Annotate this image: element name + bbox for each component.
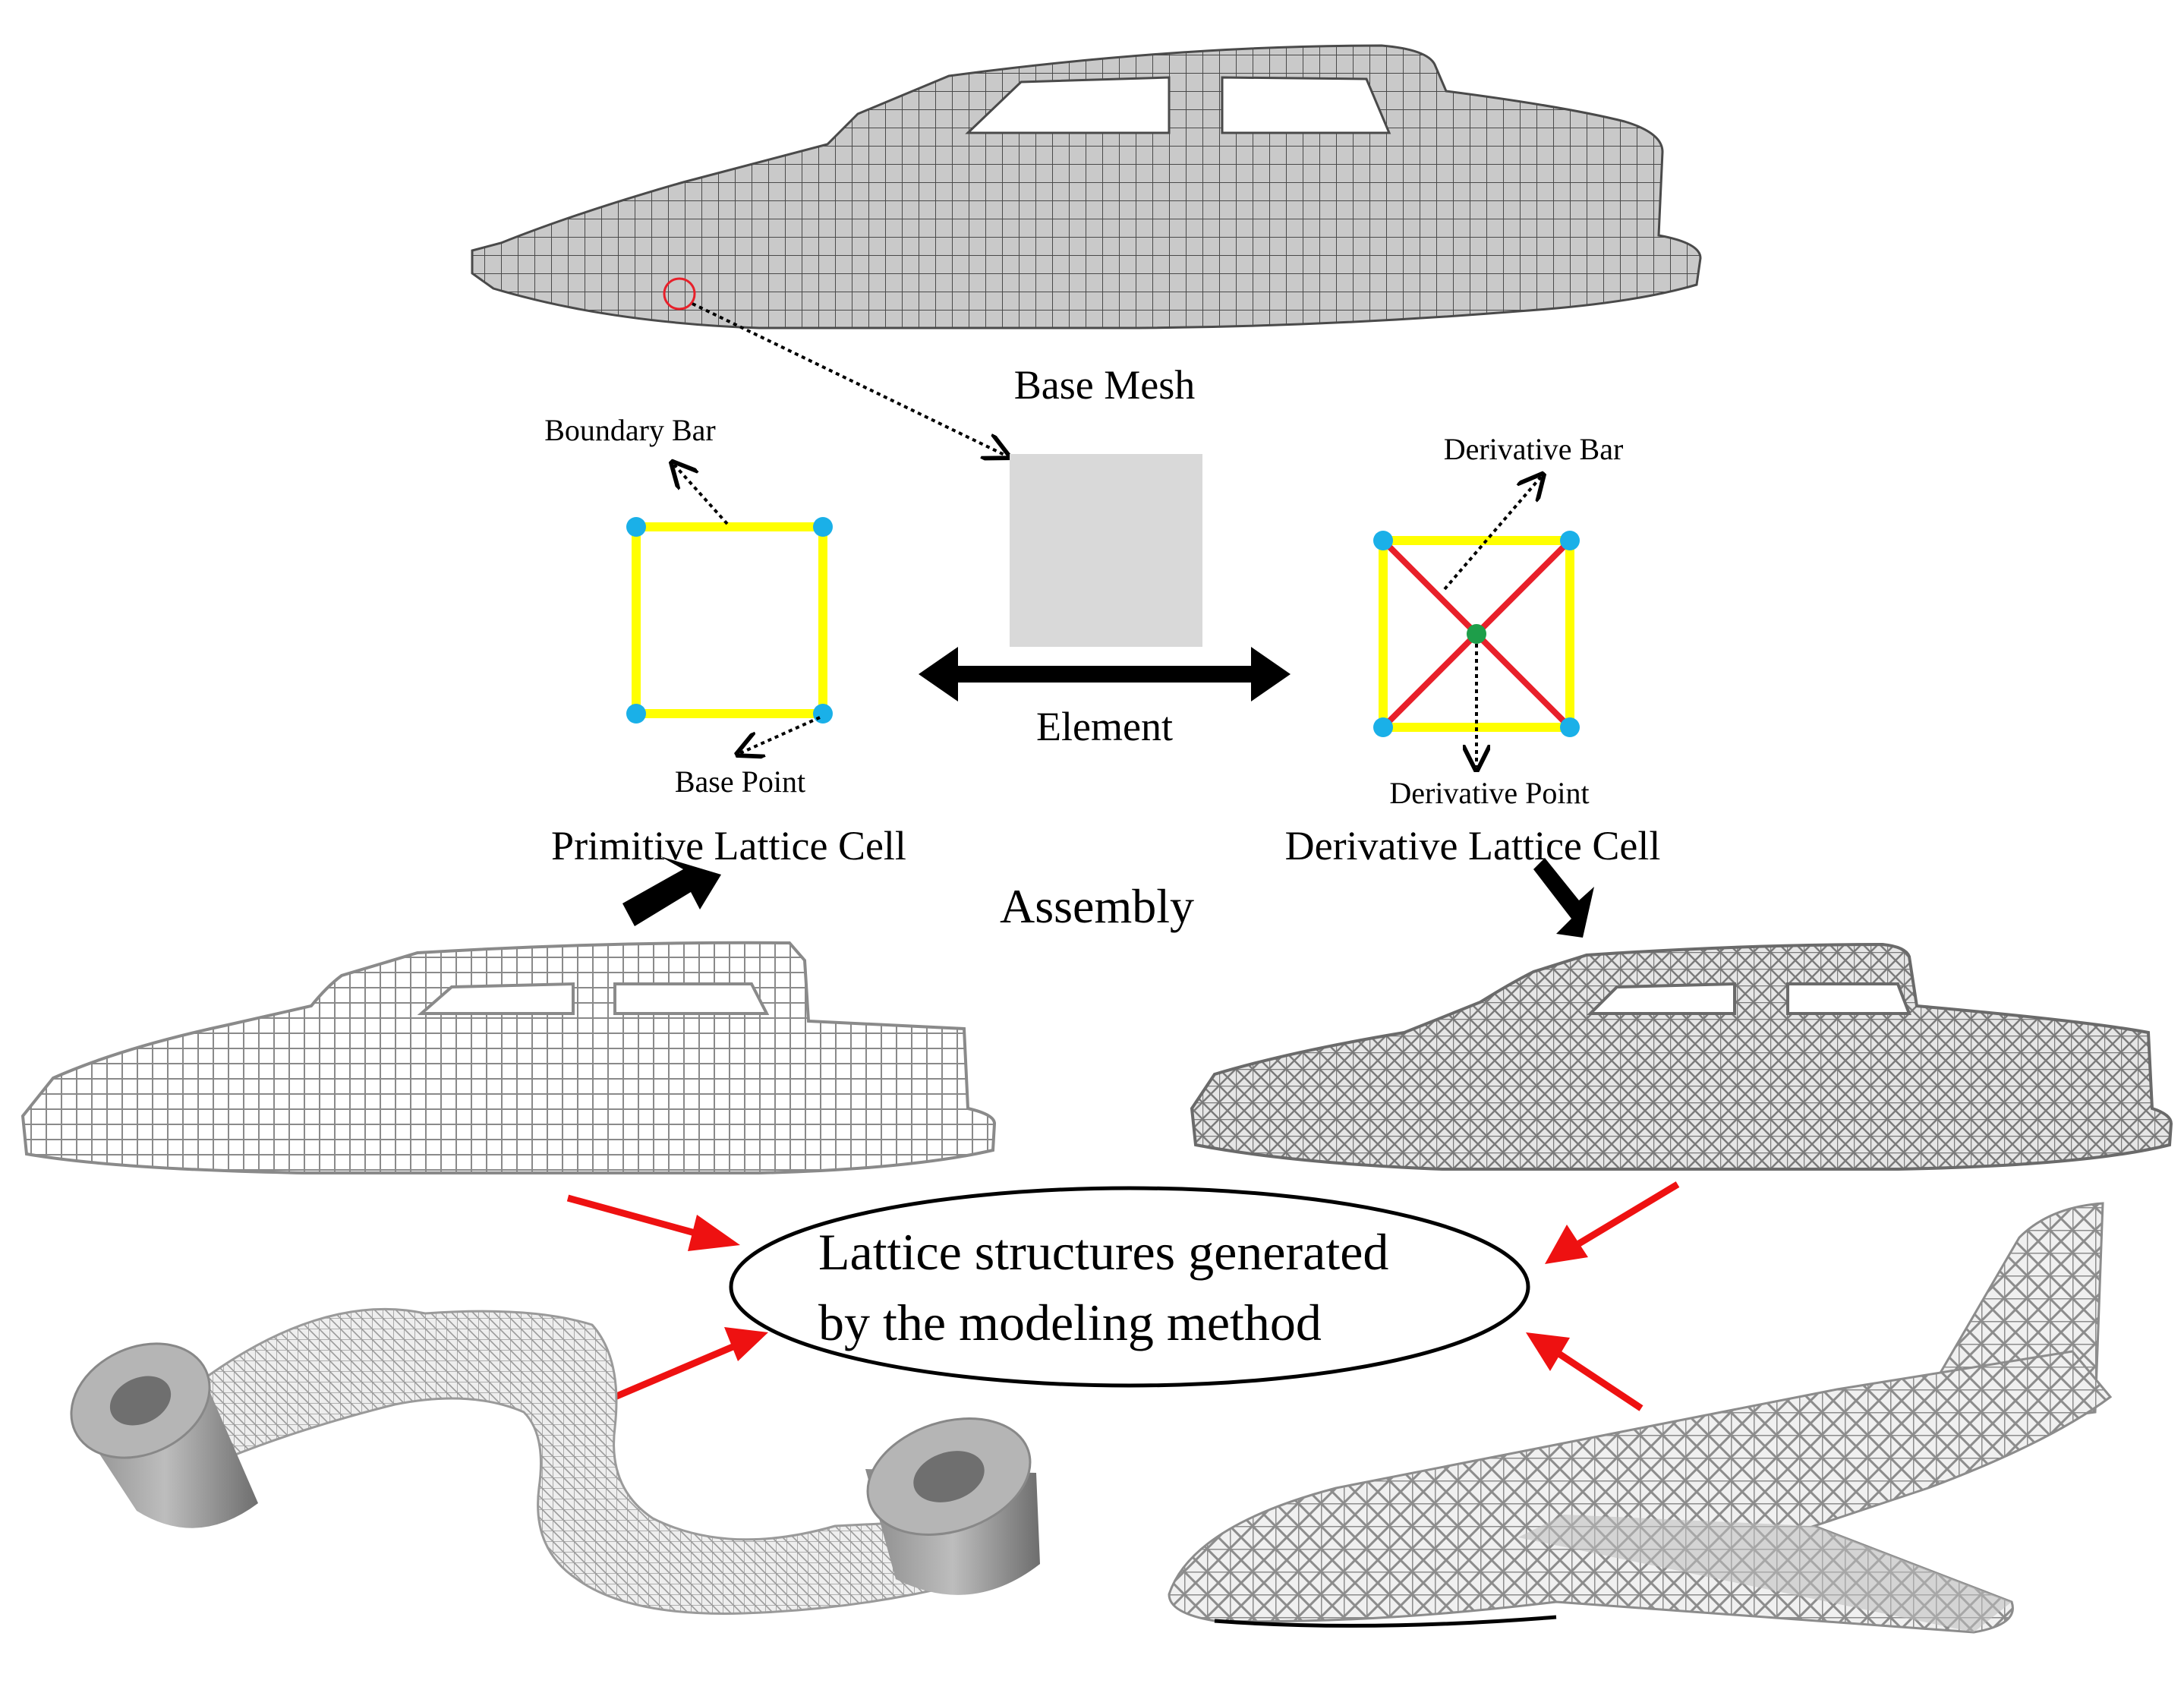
derivative-bar-leader bbox=[1443, 477, 1541, 591]
marker-to-element-leader bbox=[692, 302, 1006, 456]
element-square bbox=[1010, 454, 1202, 647]
assembly-label: Assembly bbox=[1000, 879, 1194, 933]
assembly-arrow-right bbox=[1533, 858, 1594, 938]
derivative-cell-label: Derivative Lattice Cell bbox=[1285, 823, 1661, 869]
base-point bbox=[626, 517, 646, 537]
base-mesh-car bbox=[471, 44, 1702, 329]
airplane-wing-shadow bbox=[1518, 1515, 2012, 1632]
base-point bbox=[1373, 717, 1393, 737]
bracket-cylinder-right bbox=[865, 1417, 1040, 1595]
base-point bbox=[1560, 531, 1580, 550]
base-point bbox=[626, 704, 646, 724]
base-point bbox=[1373, 531, 1393, 550]
boundary-bar-leader bbox=[674, 465, 729, 525]
base-point bbox=[1560, 717, 1580, 737]
airplane-fuselage-edge bbox=[1214, 1615, 1557, 1628]
base-point bbox=[813, 517, 833, 537]
base-mesh-window-front bbox=[1221, 76, 1391, 134]
derivative-point bbox=[1467, 624, 1486, 644]
base-point-leader bbox=[740, 716, 821, 753]
derivative-point-label: Derivative Point bbox=[1389, 776, 1589, 810]
primitive-lattice-cell bbox=[626, 517, 833, 724]
bracket-cylinder-left bbox=[70, 1342, 258, 1528]
oval-text-line2: by the modeling method bbox=[818, 1294, 1322, 1351]
derivative-bar-label: Derivative Bar bbox=[1444, 432, 1624, 466]
element-label: Element bbox=[1036, 704, 1173, 749]
red-arrows bbox=[566, 1181, 1680, 1411]
base-point bbox=[813, 704, 833, 724]
oval-text-line1: Lattice structures generated bbox=[818, 1223, 1388, 1281]
primitive-car-window-front bbox=[613, 982, 770, 1015]
assembly-arrow-left bbox=[622, 856, 721, 926]
derivative-lattice-car bbox=[1190, 942, 2173, 1171]
base-point-label: Base Point bbox=[675, 765, 805, 799]
base-mesh-window-rear bbox=[965, 76, 1171, 134]
boundary-bar-label: Boundary Bar bbox=[544, 413, 716, 447]
element-double-arrow bbox=[919, 647, 1291, 701]
primitive-lattice-car bbox=[20, 941, 997, 1174]
primitive-cell-label: Primitive Lattice Cell bbox=[551, 823, 906, 869]
primitive-car-window-rear bbox=[417, 982, 575, 1015]
derivative-car-window-front bbox=[1786, 982, 1911, 1015]
base-mesh-label: Base Mesh bbox=[1014, 362, 1195, 408]
derivative-car-window-rear bbox=[1587, 982, 1736, 1015]
result-oval bbox=[729, 1186, 1530, 1388]
selected-element-marker bbox=[663, 277, 696, 311]
